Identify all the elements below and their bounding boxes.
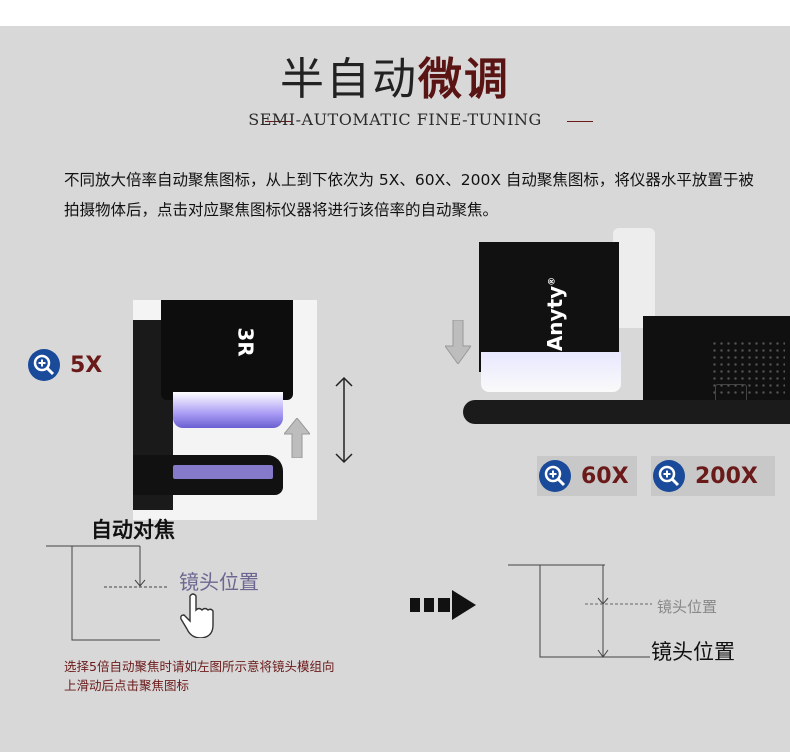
device-cap	[613, 228, 655, 328]
description-text: 不同放大倍率自动聚焦图标，从上到下依次为 5X、60X、200X 自动聚焦图标，…	[64, 171, 754, 219]
device-lens-light	[481, 352, 621, 392]
focus-200x-label: 200X	[695, 463, 758, 489]
arrow-up-icon	[284, 418, 310, 458]
hand-pointer-icon	[180, 593, 214, 638]
device-body	[479, 242, 619, 372]
subtitle-rule-right	[567, 121, 593, 122]
title-bold: 微调	[418, 54, 510, 105]
lens-position-label-mid: 镜头位置	[657, 598, 718, 616]
focus-5x-label: 5X	[70, 352, 103, 378]
subtitle-rule-left	[265, 121, 291, 122]
autofocus-title: 自动对焦	[91, 518, 175, 542]
device-lens-light	[173, 392, 283, 428]
device-photo-5x: 3R	[133, 300, 317, 520]
device-body	[161, 300, 293, 400]
arrow-down-icon	[445, 320, 471, 364]
zoom-in-icon	[539, 460, 571, 492]
focus-60x-button[interactable]: 60X	[537, 456, 637, 496]
title-normal: 半自动	[280, 54, 418, 105]
page-title: 半自动微调	[0, 52, 790, 108]
focus-5x-button[interactable]: 5X	[26, 345, 102, 385]
focus-200x-button[interactable]: 200X	[651, 456, 775, 496]
page-subtitle: SEMI-AUTOMATIC FINE-TUNING	[248, 110, 542, 129]
device-base-plate	[173, 465, 273, 479]
usage-note: 选择5倍自动聚焦时请如左图所示意将镜头模组向上滑动后点击聚焦图标	[64, 659, 335, 693]
direction-arrow-icon	[410, 590, 476, 620]
lens-position-label-end: 镜头位置	[651, 640, 735, 664]
lens-position-label-start: 镜头位置	[179, 570, 259, 594]
zoom-in-icon	[653, 460, 685, 492]
focus-60x-label: 60X	[581, 463, 629, 489]
device-grill	[711, 340, 785, 396]
zoom-in-icon	[28, 349, 60, 381]
device-photo-60x-200x: Anyty®	[463, 222, 790, 434]
device-base	[463, 400, 790, 424]
double-arrow-icon	[335, 376, 353, 464]
